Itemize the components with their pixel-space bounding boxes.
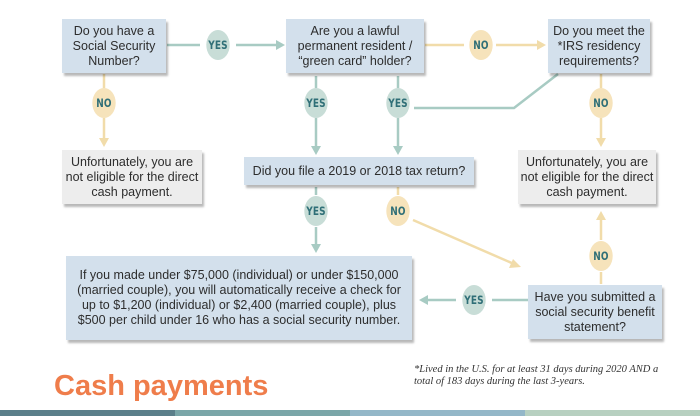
- bottom-bar-segment: [525, 410, 700, 416]
- green-card-question-text: Are you a lawful permanent resident / “g…: [297, 23, 413, 68]
- not-eligible-left-box: Unfortunately, you are not eligible for …: [62, 150, 202, 204]
- arrowhead: [393, 146, 403, 155]
- arrowhead: [596, 211, 606, 220]
- arrowhead: [99, 138, 109, 147]
- bottom-bar-segment: [0, 410, 175, 416]
- yes-pill-greencard-right: YES: [386, 88, 410, 118]
- bottom-color-bar: [0, 410, 700, 416]
- irs-residency-question-box: Do you meet the *IRS residency requireme…: [548, 19, 650, 73]
- ssn-question-text: Do you have a Social Security Number?: [72, 23, 156, 68]
- no-pill-benefit: NO: [589, 241, 613, 271]
- not-eligible-right-text: Unfortunately, you are not eligible for …: [520, 154, 654, 199]
- no-pill-taxreturn: NO: [386, 196, 410, 226]
- not-eligible-left-text: Unfortunately, you are not eligible for …: [65, 154, 199, 199]
- arrowhead: [537, 40, 546, 50]
- arrowhead: [419, 295, 428, 305]
- yes-pill-taxreturn: YES: [304, 196, 328, 226]
- arrowhead: [276, 40, 285, 50]
- no-pill-greencard: NO: [469, 30, 493, 60]
- arrowhead: [311, 244, 321, 253]
- payment-result-text: If you made under $75,000 (individual) o…: [77, 268, 401, 327]
- payment-result-box: If you made under $75,000 (individual) o…: [66, 256, 412, 340]
- bottom-bar-segment: [350, 410, 525, 416]
- tax-return-question-text: Did you file a 2019 or 2018 tax return?: [252, 163, 466, 178]
- yes-pill-ssn: YES: [206, 30, 230, 60]
- green-card-question-box: Are you a lawful permanent resident / “g…: [286, 19, 424, 73]
- benefit-statement-question-box: Have you submitted a social security ben…: [528, 285, 662, 339]
- ssn-question-box: Do you have a Social Security Number?: [62, 19, 166, 73]
- connector-irs-yes-route: [414, 73, 559, 110]
- residency-footnote: *Lived in the U.S. for at least 31 days …: [414, 364, 659, 387]
- arrowhead: [596, 138, 606, 147]
- no-pill-irs: NO: [589, 88, 613, 118]
- tax-return-question-box: Did you file a 2019 or 2018 tax return?: [244, 157, 474, 185]
- yes-pill-benefit: YES: [462, 285, 486, 315]
- no-pill-ssn: NO: [92, 88, 116, 118]
- benefit-statement-question-text: Have you submitted a social security ben…: [534, 289, 656, 334]
- irs-residency-question-text: Do you meet the *IRS residency requireme…: [553, 23, 645, 68]
- arrowhead: [509, 259, 521, 268]
- connector-no-benefit: [412, 218, 515, 266]
- arrowhead: [311, 146, 321, 155]
- yes-pill-greencard-left: YES: [304, 88, 328, 118]
- page-title: Cash payments: [54, 370, 269, 402]
- not-eligible-right-box: Unfortunately, you are not eligible for …: [518, 150, 656, 204]
- bottom-bar-segment: [175, 410, 350, 416]
